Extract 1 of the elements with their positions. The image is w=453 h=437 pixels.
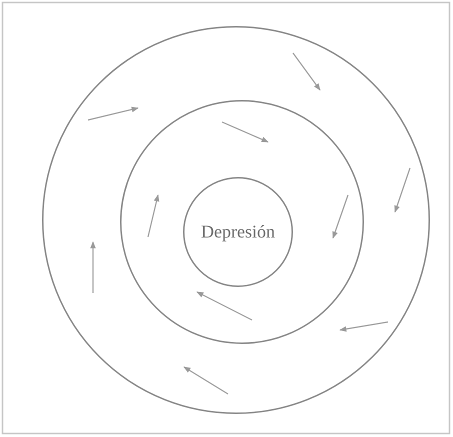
center-label: Depresión bbox=[201, 222, 275, 242]
